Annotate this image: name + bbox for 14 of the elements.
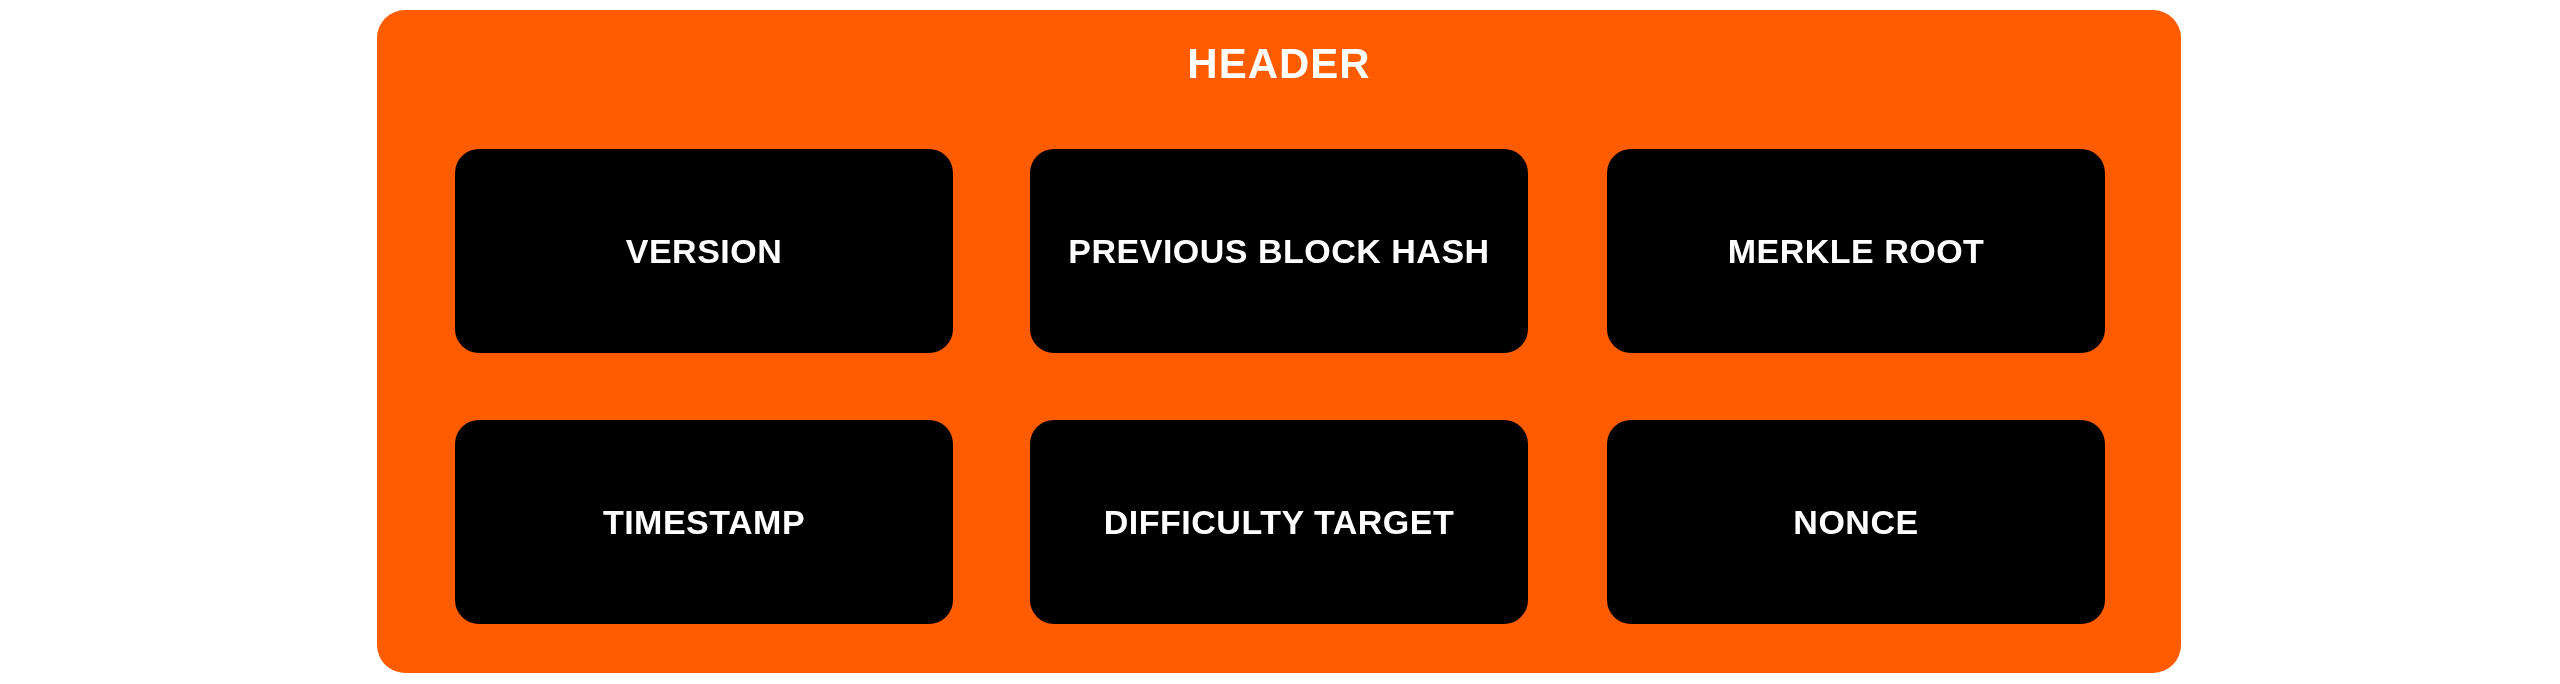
field-card [1607, 420, 2105, 624]
field-card [1030, 149, 1528, 353]
field-label: VERSION [625, 231, 783, 270]
field-label: DIFFICULTY TARGET [1103, 502, 1455, 541]
field-label: PREVIOUS BLOCK HASH [1068, 231, 1490, 270]
field-card [455, 420, 953, 624]
header-panel [377, 10, 2181, 673]
panel-title: HEADER [1187, 40, 1371, 87]
field-label: MERKLE ROOT [1727, 231, 1985, 270]
field-label: NONCE [1793, 502, 1919, 541]
field-card [1607, 149, 2105, 353]
field-label: TIMESTAMP [602, 502, 806, 541]
field-card [1030, 420, 1528, 624]
field-card [455, 149, 953, 353]
